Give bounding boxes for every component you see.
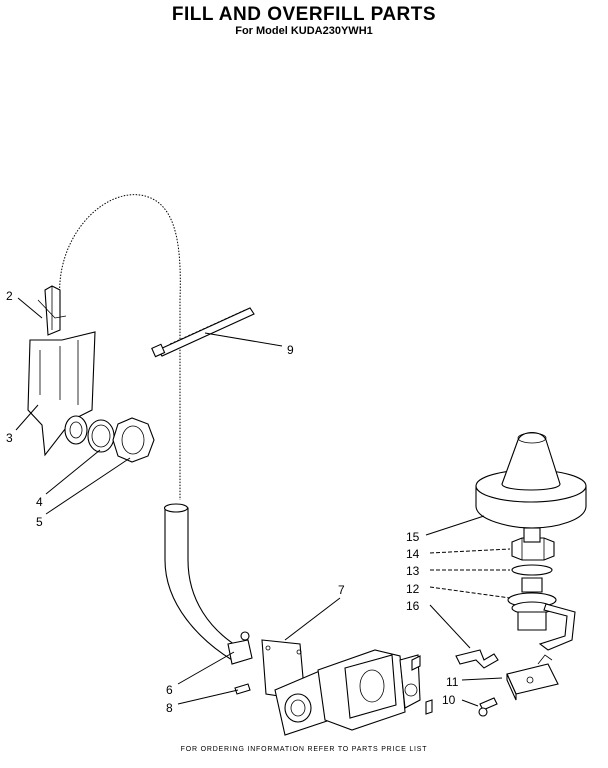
float-stem-housing — [507, 527, 557, 631]
ordering-note: FOR ORDERING INFORMATION REFER TO PARTS … — [180, 746, 428, 753]
fill-hose — [163, 503, 241, 661]
callout-12: 12 — [406, 582, 420, 596]
bracket-screw — [234, 683, 251, 695]
float-washer — [511, 564, 553, 576]
callout-15: 15 — [406, 530, 420, 544]
callout-4: 4 — [36, 495, 43, 509]
fill-valve — [274, 649, 433, 736]
callout-5: 5 — [36, 515, 43, 529]
float — [475, 431, 587, 529]
page-title: FILL AND OVERFILL PARTS — [171, 4, 437, 25]
callout-10: 10 — [442, 693, 456, 707]
callout-3: 3 — [6, 431, 13, 445]
switch-screw — [478, 697, 498, 717]
actuator-lever — [455, 603, 576, 669]
model-subtitle: For Model KUDA230YWH1 — [235, 25, 373, 37]
callout-9: 9 — [287, 343, 294, 357]
callout-16: 16 — [406, 599, 420, 613]
callout-8: 8 — [166, 701, 173, 715]
air-gap-bracket — [27, 285, 96, 457]
fill-tube — [59, 194, 181, 500]
tie-strap — [151, 307, 255, 358]
overfill-switch — [506, 654, 559, 701]
callout-11: 11 — [446, 675, 459, 689]
callout-6: 6 — [166, 683, 173, 697]
hose-clamp — [227, 631, 253, 665]
callout-7: 7 — [338, 583, 345, 597]
callout-13: 13 — [406, 564, 420, 578]
callout-14: 14 — [406, 547, 420, 561]
callout-2: 2 — [6, 289, 13, 303]
gasket-and-nut — [64, 415, 155, 463]
leader-lines — [15, 297, 511, 707]
